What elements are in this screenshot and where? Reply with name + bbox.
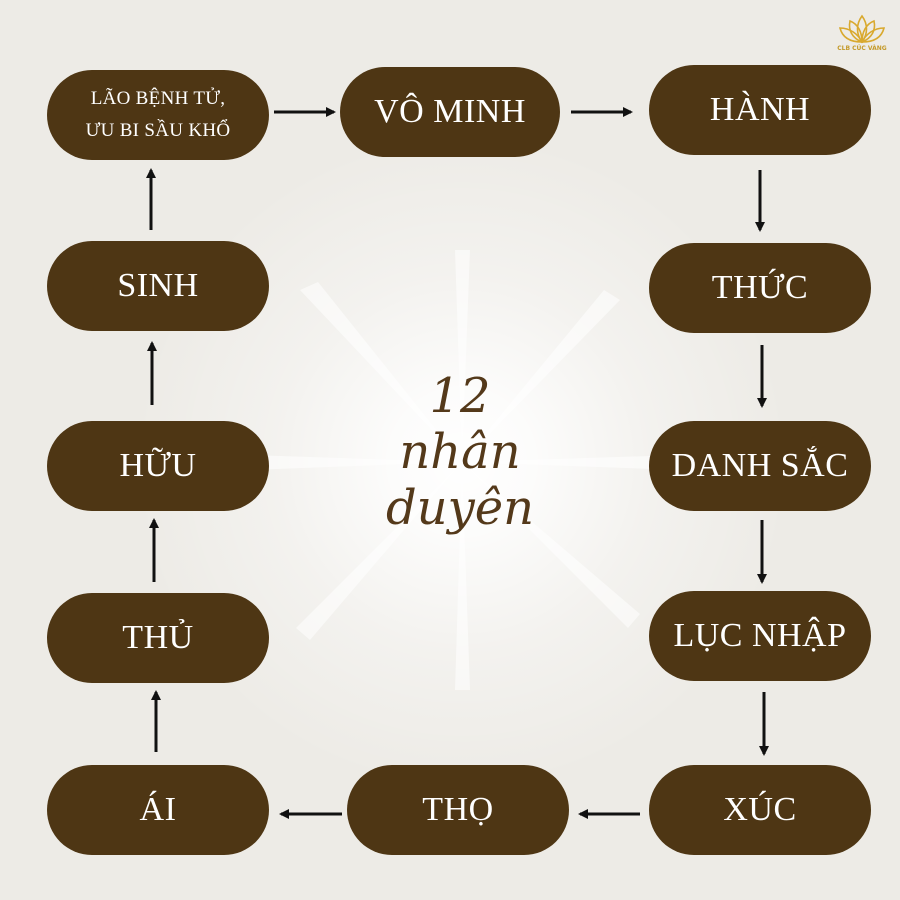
node-xuc: XÚC xyxy=(649,765,871,855)
node-lao-benh-tu-line2: ƯU BI SẦU KHỔ xyxy=(85,120,231,141)
node-lao-benh-tu: LÃO BỆNH TỬ, ƯU BI SẦU KHỔ xyxy=(47,70,269,160)
node-huu: HỮU xyxy=(47,421,269,511)
title-word-duyen: duyên xyxy=(385,480,535,536)
node-thuc: THỨC xyxy=(649,243,871,333)
diagram-title: 12 nhân duyên xyxy=(360,368,560,536)
club-logo: CLB CÚC VÀNG xyxy=(834,8,890,64)
node-lao-benh-tu-line1: LÃO BỆNH TỬ, xyxy=(90,88,226,109)
node-ai: ÁI xyxy=(47,765,269,855)
node-vo-minh: VÔ MINH xyxy=(340,67,560,157)
node-thu: THỦ xyxy=(47,593,269,683)
title-word-nhan: nhân xyxy=(399,424,521,480)
node-tho: THỌ xyxy=(347,765,569,855)
node-danh-sac: DANH SẮC xyxy=(649,421,871,511)
node-luc-nhap: LỤC NHẬP xyxy=(649,591,871,681)
node-hanh: HÀNH xyxy=(649,65,871,155)
node-sinh: SINH xyxy=(47,241,269,331)
title-number: 12 xyxy=(429,368,491,424)
logo-text: CLB CÚC VÀNG xyxy=(837,45,887,52)
lotus-icon xyxy=(838,14,886,44)
